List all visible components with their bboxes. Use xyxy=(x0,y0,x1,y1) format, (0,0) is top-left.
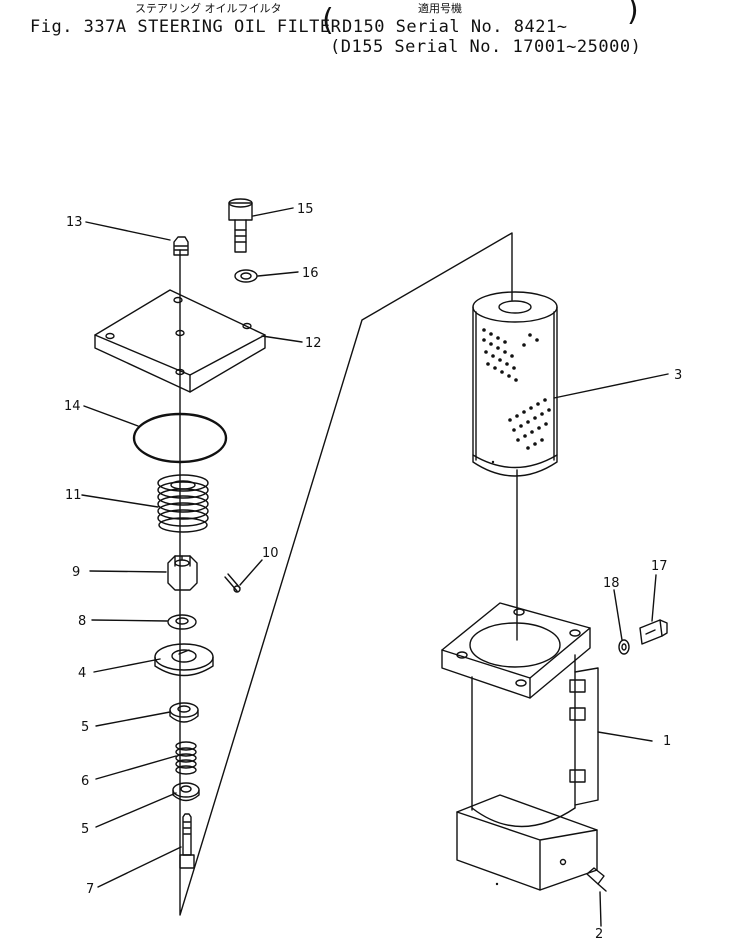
left-paren-decoration: ( xyxy=(322,3,334,38)
leader-4 xyxy=(93,658,161,673)
small-spring-part-6 xyxy=(175,741,197,775)
leader-5-lower xyxy=(95,792,177,828)
callout-8: 8 xyxy=(78,614,86,629)
plug-part-13 xyxy=(173,236,189,256)
leader-5-upper xyxy=(95,711,171,727)
filter-body-part-1 xyxy=(441,602,599,891)
perforation-pattern xyxy=(482,328,551,886)
figure-title: Fig. 337A STEERING OIL FILTER xyxy=(30,17,342,37)
leader-15 xyxy=(252,207,294,217)
spring-seat-part-5-lower xyxy=(172,782,200,802)
spring-seat-part-5-upper xyxy=(169,702,199,723)
serial-line-1: D150 Serial No. 8421~ xyxy=(342,17,568,37)
callout-9: 9 xyxy=(72,565,80,580)
right-paren-decoration: ) xyxy=(627,0,639,28)
leader-10 xyxy=(239,559,263,586)
callout-17: 17 xyxy=(651,559,668,574)
bolt-part-17 xyxy=(639,619,668,645)
callout-3: 3 xyxy=(674,368,682,383)
o-ring-part-14 xyxy=(132,412,228,464)
japanese-title: ステアリング オイルフイルタ xyxy=(135,2,282,15)
callout-13: 13 xyxy=(66,215,83,230)
callout-labels: 1 2 3 4 5 5 6 7 8 9 10 11 12 13 14 15 16… xyxy=(64,202,682,938)
cover-part-12 xyxy=(94,289,266,393)
leader-17 xyxy=(651,574,657,622)
leader-7 xyxy=(97,846,182,888)
serial-line-2: (D155 Serial No. 17001~25000) xyxy=(330,37,642,57)
callout-4: 4 xyxy=(78,666,86,681)
assembly-line-center xyxy=(179,232,513,916)
castle-nut-part-9 xyxy=(167,555,198,591)
callout-1: 1 xyxy=(663,734,671,749)
leader-18 xyxy=(613,589,623,641)
washer-part-8 xyxy=(167,614,197,630)
callout-14: 14 xyxy=(64,399,81,414)
leader-12 xyxy=(261,335,303,343)
filter-element-part-3 xyxy=(472,291,558,477)
leader-14 xyxy=(83,405,139,427)
leader-1 xyxy=(597,731,653,742)
callout-5-lower: 5 xyxy=(81,822,89,837)
callout-15: 15 xyxy=(297,202,314,217)
leader-2 xyxy=(599,891,602,927)
leader-13 xyxy=(85,221,171,241)
callout-12: 12 xyxy=(305,336,322,351)
bolt-part-15 xyxy=(228,198,253,253)
japanese-applicable-label: 適用号機 xyxy=(418,2,462,15)
shaft-part-7 xyxy=(179,813,195,869)
valve-disc-part-4 xyxy=(154,643,214,677)
callout-11: 11 xyxy=(65,488,82,503)
leader-8 xyxy=(91,619,168,622)
callout-5-upper: 5 xyxy=(81,720,89,735)
callout-6: 6 xyxy=(81,774,89,789)
leader-9 xyxy=(89,570,167,573)
washer-part-18 xyxy=(618,639,630,655)
leader-3 xyxy=(553,373,669,399)
spring-part-11 xyxy=(157,474,209,533)
washer-part-16 xyxy=(234,269,258,283)
callout-18: 18 xyxy=(603,576,620,591)
callout-16: 16 xyxy=(302,266,319,281)
leader-6 xyxy=(95,755,177,780)
cotter-pin-part-10 xyxy=(224,573,241,593)
leader-16 xyxy=(257,271,299,277)
callout-7: 7 xyxy=(86,882,94,897)
leader-11 xyxy=(81,494,159,508)
plug-part-2 xyxy=(586,867,607,892)
callout-2: 2 xyxy=(595,927,603,938)
callout-10: 10 xyxy=(262,546,279,561)
